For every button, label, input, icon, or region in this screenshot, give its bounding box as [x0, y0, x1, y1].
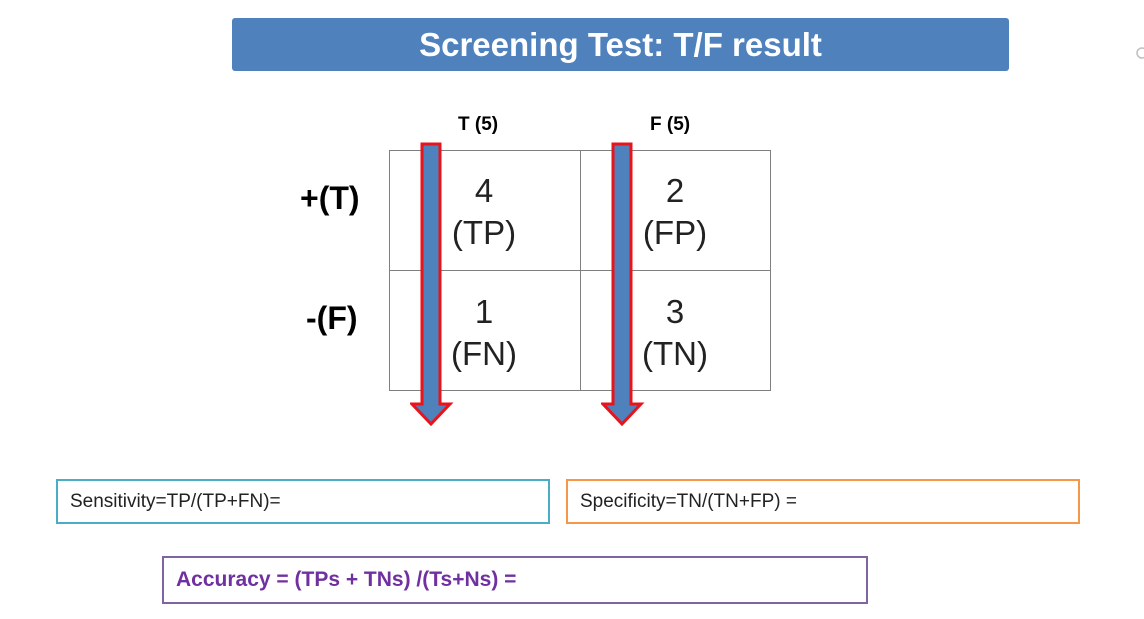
- accuracy-formula: Accuracy = (TPs + TNs) /(Ts+Ns) =: [176, 568, 517, 591]
- sensitivity-formula: Sensitivity=TP/(TP+FN)=: [70, 490, 281, 512]
- cell-fn-value: 1: [474, 293, 494, 330]
- cell-tn-value: 3: [665, 293, 685, 330]
- down-arrow-false-column: [601, 142, 645, 426]
- row-label-negative: -(F): [306, 300, 358, 336]
- row-label-positive: +(T): [300, 180, 360, 216]
- cell-fp-tag: (FP): [642, 214, 708, 251]
- column-header-true: T (5): [458, 114, 499, 135]
- cell-false-positive: 2 (FP): [580, 170, 770, 254]
- cell-tn-tag: (TN): [642, 335, 708, 372]
- cell-false-negative: 1 (FN): [389, 291, 579, 375]
- specificity-formula: Specificity=TN/(TN+FP) =: [580, 490, 797, 512]
- cell-fn-tag: (FN): [451, 335, 517, 372]
- table-divider-horizontal: [389, 270, 771, 271]
- cell-fp-value: 2: [665, 172, 685, 209]
- accuracy-box: Accuracy = (TPs + TNs) /(Ts+Ns) =: [162, 556, 868, 604]
- cell-tp-value: 4: [474, 172, 494, 209]
- cell-true-negative: 3 (TN): [580, 291, 770, 375]
- column-header-false: F (5): [650, 114, 691, 135]
- specificity-box: Specificity=TN/(TN+FP) =: [566, 479, 1080, 524]
- cell-tp-tag: (TP): [451, 214, 517, 251]
- title-text: Screening Test: T/F result: [419, 25, 822, 63]
- down-arrow-true-column: [410, 142, 454, 426]
- edge-handle-icon[interactable]: [1134, 46, 1144, 60]
- sensitivity-box: Sensitivity=TP/(TP+FN)=: [56, 479, 550, 524]
- cell-true-positive: 4 (TP): [389, 170, 579, 254]
- title-banner: Screening Test: T/F result: [232, 18, 1009, 71]
